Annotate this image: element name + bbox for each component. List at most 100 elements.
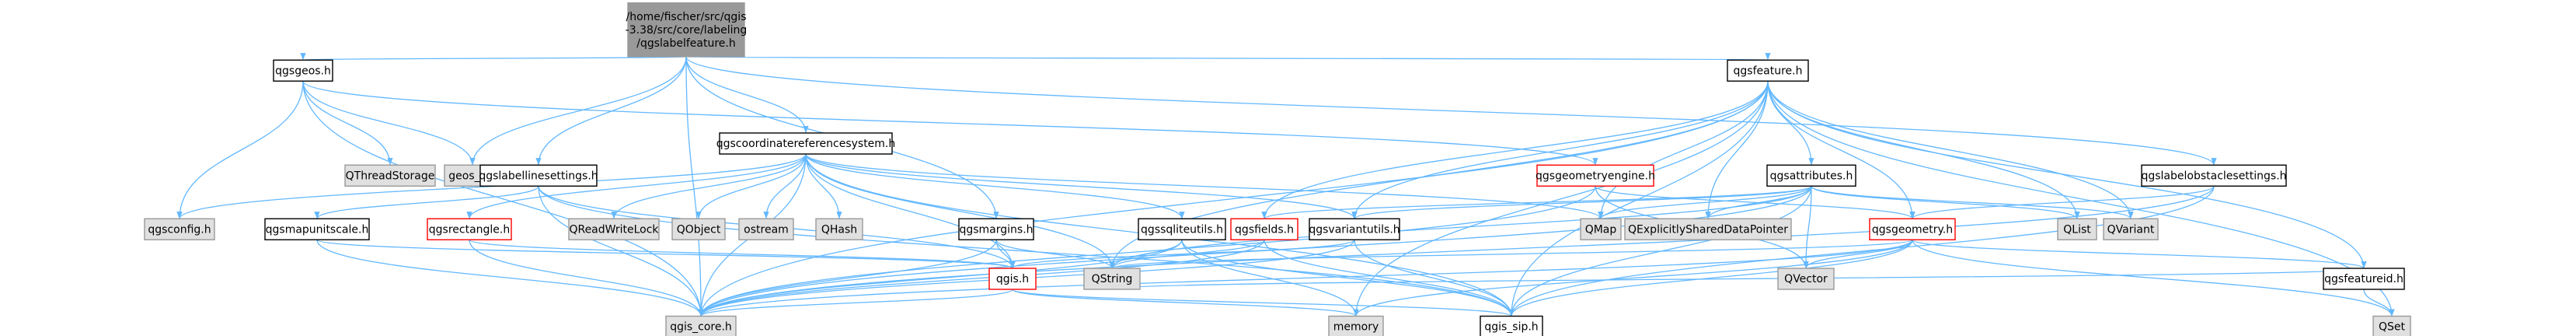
node-box-qgsgeos [273, 59, 333, 82]
node-qgsmargins[interactable]: qgsmargins.h [958, 218, 1034, 240]
edge-qgslabelobstaclesettings-to-qgis_sip [1508, 186, 2215, 317]
edge-qgsgeometry-to-qstring [1109, 239, 1913, 269]
node-qgscrs[interactable]: qgscoordinatereferencesystem.h [716, 132, 896, 155]
node-qgssqliteutils[interactable]: qgssqliteutils.h [1138, 218, 1226, 240]
node-box-memory [1328, 315, 1384, 336]
edge-qgsfeature-to-qgsvariantutils [1351, 81, 1769, 219]
node-box-qreadwritelock [568, 218, 660, 240]
node-box-qgssqliteutils [1138, 218, 1226, 240]
edge-qgsgeometry-to-qgis_sip [1508, 240, 1913, 317]
edge-qgsfeature-to-qlist [1767, 81, 2080, 219]
edge-qgscrs-to-qgsrectangle [466, 153, 807, 219]
edge-root-to-qgis_core [685, 56, 704, 317]
edge-qgsgeometry-to-qgsfeatureid [1912, 239, 2367, 269]
node-qgsvariantutils[interactable]: qgsvariantutils.h [1309, 218, 1400, 240]
edge-qgslabellinesettings-to-qgis_core [538, 186, 704, 317]
node-qgis_sip[interactable]: qgis_sip.h [1480, 315, 1543, 336]
edge-qgsgeos-to-qgis_core [302, 81, 704, 317]
node-qgsmapunitscale[interactable]: qgsmapunitscale.h [264, 218, 370, 240]
node-label-root: /home/fischer/src/qgis [626, 11, 746, 23]
node-qgsattributes[interactable]: qgsattributes.h [1766, 164, 1856, 187]
node-label-qgsrectangle: qgsrectangle.h [429, 223, 510, 236]
edge-qgssqliteutils-to-memory [1181, 240, 1359, 317]
node-box-qgsmargins [958, 218, 1034, 240]
node-memory: memory [1328, 315, 1384, 336]
node-label-qgssqliteutils: qgssqliteutils.h [1141, 223, 1223, 236]
node-label-qexplicitly: QExplicitlySharedDataPointer [1628, 223, 1788, 236]
node-box-qgsfeature [1727, 59, 1809, 82]
edge-qgscrs-to-qhash [805, 153, 842, 219]
edge-qgscrs-to-ostream [763, 153, 807, 219]
node-qgslabellinesettings[interactable]: qgslabellinesettings.h [479, 164, 598, 187]
node-qset: QSet [2372, 315, 2411, 336]
node-label-qgsgeometry: qgsgeometry.h [1872, 223, 1953, 236]
edge-qgsfeature-to-qset [1767, 81, 2395, 317]
node-qgsgeos[interactable]: qgsgeos.h [273, 59, 333, 82]
edge-qgslabelobstaclesettings-to-qgis_core [698, 186, 2215, 317]
node-label-qgsgeos: qgsgeos.h [275, 65, 331, 77]
edge-qgsgeometry-to-qset [1912, 240, 2395, 317]
node-label-root: /qgslabelfeature.h [636, 37, 736, 50]
edge-qgis-to-memory [1012, 289, 1359, 317]
node-qgis[interactable]: qgis.h [988, 268, 1037, 290]
edge-qgsvariantutils-to-qgis_sip [1354, 240, 1515, 317]
edge-qgscrs-to-qgssqliteutils [805, 153, 1185, 219]
node-box-qgsfeatureid [2323, 268, 2405, 290]
node-box-qlist [2057, 218, 2097, 240]
node-qgsfields[interactable]: qgsfields.h [1230, 218, 1298, 240]
node-qgslabelobstaclesettings[interactable]: qgslabelobstaclesettings.h [2141, 164, 2287, 187]
node-label-qgslabelobstaclesettings: qgslabelobstaclesettings.h [2141, 170, 2286, 182]
node-box-qset [2372, 315, 2411, 336]
node-qgsgeometryengine[interactable]: qgsgeometryengine.h [1535, 164, 1655, 187]
node-label-qgslabellinesettings: qgslabellinesettings.h [479, 170, 598, 182]
node-box-qgsconfig [144, 218, 215, 240]
node-label-qvector: QVector [1784, 273, 1828, 285]
node-box-qgsmapunitscale [264, 218, 370, 240]
node-label-qgsvariantutils: qgsvariantutils.h [1309, 223, 1400, 236]
node-label-root: -3.38/src/core/labeling [626, 24, 748, 37]
edge-qgsfields-to-qgis_sip [1264, 240, 1515, 317]
edge-qgsattributes-to-qgsfields [1261, 185, 1812, 219]
node-root[interactable]: /home/fischer/src/qgis-3.38/src/core/lab… [626, 2, 748, 58]
node-label-qreadwritelock: QReadWriteLock [569, 223, 659, 236]
node-qgsrectangle[interactable]: qgsrectangle.h [427, 218, 512, 240]
edge-qgsfeature-to-qgsgeometry [1767, 81, 1915, 219]
edge-qgsrectangle-to-qgis [469, 239, 1016, 269]
node-label-qvariant: QVariant [2107, 223, 2155, 236]
node-qstring: QString [1083, 268, 1141, 290]
node-box-qmap [1580, 218, 1622, 240]
edge-root-to-qgslabelobstaclesettings [685, 56, 2217, 166]
edge-qgsgeometryengine-to-qgsgeometry [1595, 185, 1915, 219]
edge-qgsgeometry-to-qgis_core [698, 239, 1913, 317]
node-label-qgscrs: qgscoordinatereferencesystem.h [716, 138, 896, 150]
edge-qgscrs-to-qgis [805, 153, 1016, 269]
node-qexplicitly: QExplicitlySharedDataPointer [1624, 218, 1792, 240]
edge-qgsfeature-to-memory [1353, 81, 1769, 317]
edge-qgslabellinesettings-to-qgsmapunitscale [314, 185, 539, 219]
node-label-qgsmapunitscale: qgsmapunitscale.h [266, 223, 369, 236]
edge-qgslabellinesettings-to-qgis_sip [538, 186, 1515, 317]
node-label-qgsfeature: qgsfeature.h [1734, 65, 1803, 77]
edge-qgsattributes-to-qmap [1598, 185, 1812, 219]
node-qgsfeatureid[interactable]: qgsfeatureid.h [2323, 268, 2405, 290]
node-box-root [627, 2, 745, 58]
edge-qgscrs-to-qmap [805, 153, 1604, 219]
node-box-qvector [1777, 268, 1835, 290]
node-qgsfeature[interactable]: qgsfeature.h [1727, 59, 1809, 82]
node-box-qexplicitly [1624, 218, 1792, 240]
edge-qgsgeos-to-qthreadstorage [302, 81, 393, 166]
node-label-qgis: qgis.h [996, 273, 1029, 285]
node-box-qgis_core [665, 315, 737, 336]
node-qgsgeometry[interactable]: qgsgeometry.h [1869, 218, 1956, 240]
node-label-qgis_core: qgis_core.h [670, 321, 732, 334]
node-label-memory: memory [1333, 321, 1379, 334]
edge-qgsfeature-to-qgis_sip [1508, 81, 1769, 317]
edge-qgis-to-qgis_sip [1012, 289, 1515, 317]
node-label-qstring: QString [1092, 273, 1133, 285]
node-box-qgsrectangle [427, 218, 512, 240]
node-box-qobject [671, 218, 726, 240]
node-label-qhash: QHash [821, 223, 857, 236]
node-box-qthreadstorage [344, 164, 436, 187]
edge-qgsfeatureid-to-qstring [1110, 268, 2365, 290]
node-label-qset: QSet [2379, 321, 2406, 334]
